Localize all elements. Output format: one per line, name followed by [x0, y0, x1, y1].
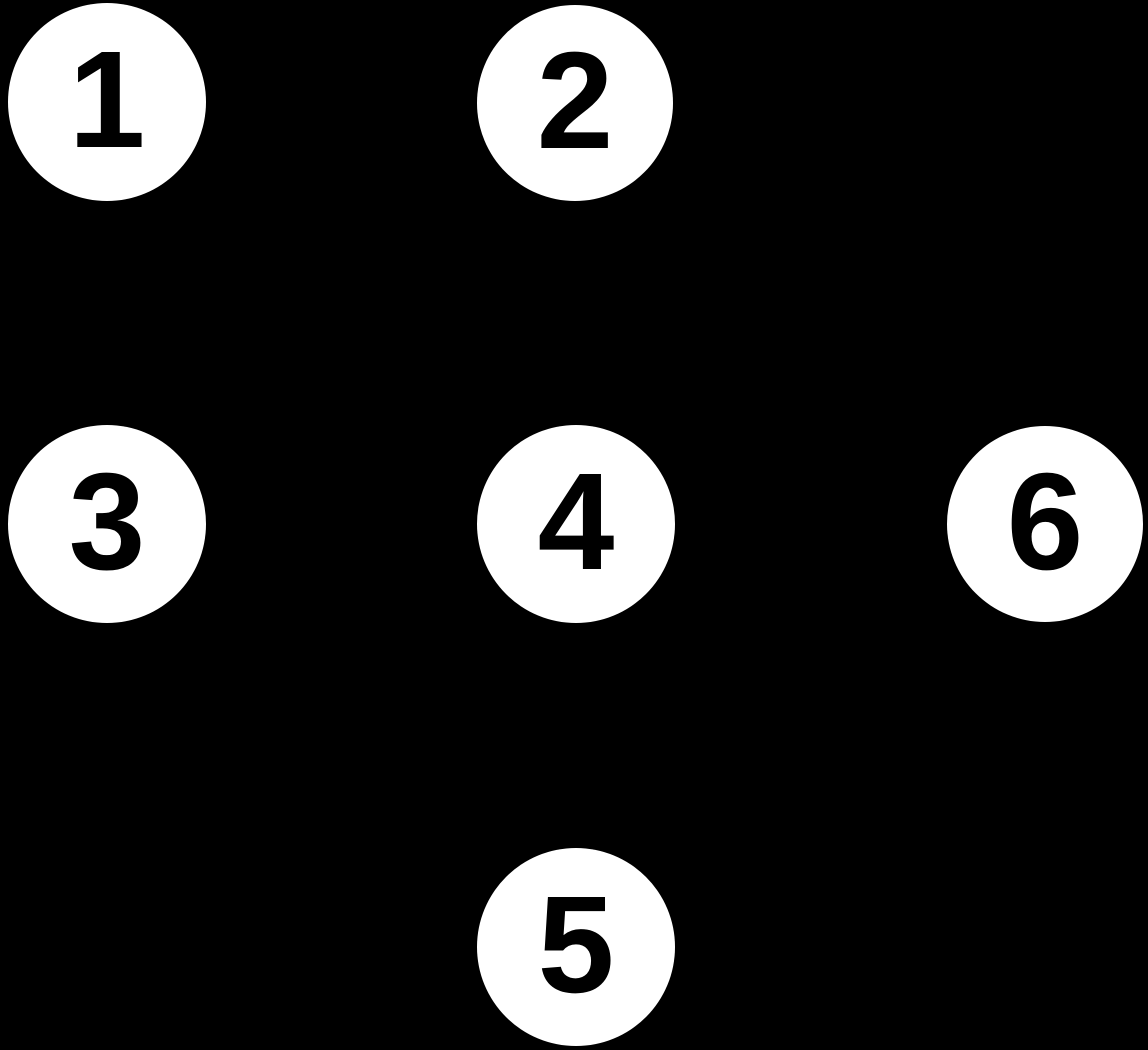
graph-node-5[interactable]: 5: [477, 848, 675, 1046]
graph-node-3[interactable]: 3: [8, 425, 206, 623]
graph-node-4[interactable]: 4: [477, 425, 675, 623]
node-6-label: 6: [1006, 445, 1084, 599]
graph-node-1[interactable]: 1: [8, 3, 206, 201]
node-5-label: 5: [537, 868, 615, 1022]
graph-node-6[interactable]: 6: [947, 426, 1143, 622]
node-1-label: 1: [68, 23, 146, 177]
node-2-label: 2: [536, 24, 614, 178]
node-3-label: 3: [68, 445, 146, 599]
node-4-label: 4: [537, 445, 615, 599]
graph-node-2[interactable]: 2: [477, 5, 673, 201]
